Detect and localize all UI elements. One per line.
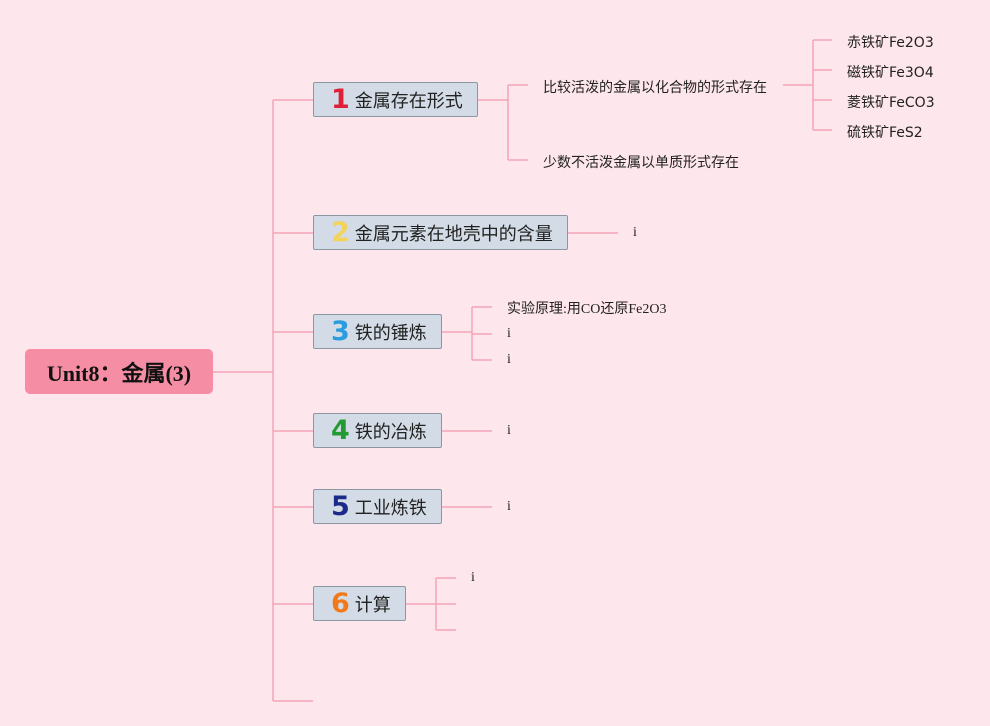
root-label: Unit8：金属(3) [46,360,192,386]
t2-subtopic-1[interactable]: i [633,225,637,240]
t4-subtopic-1[interactable]: i [507,423,511,438]
topic-1-label: 金属存在形式 [354,90,463,112]
number-3-icon: 3 [331,316,350,347]
t5-subtopic-1[interactable]: i [507,499,511,514]
t3-subtopic-2[interactable]: i [507,326,511,341]
number-4-icon: 4 [331,415,350,446]
ore-item[interactable]: 硫铁矿FeS2 [847,125,923,141]
number-6-icon: 6 [331,588,350,619]
t6-subtopic-1[interactable]: i [471,570,475,585]
ore-item[interactable]: 磁铁矿Fe3O4 [847,65,934,81]
t3-subtopic-3[interactable]: i [507,352,511,367]
t1-subtopic-1[interactable]: 比较活泼的金属以化合物的形式存在 [543,80,767,96]
topic-2-node[interactable]: 2 金属元素在地壳中的含量 [313,215,568,250]
topic-3-node[interactable]: 3 铁的锤炼 [313,314,442,349]
ore-item[interactable]: 赤铁矿Fe2O3 [847,35,934,51]
number-1-icon: 1 [331,84,350,115]
t1-subtopic-2[interactable]: 少数不活泼金属以单质形式存在 [543,155,739,171]
topic-2-label: 金属元素在地壳中的含量 [354,223,553,245]
topic-6-node[interactable]: 6 计算 [313,586,406,621]
topic-5-node[interactable]: 5 工业炼铁 [313,489,442,524]
topic-5-label: 工业炼铁 [354,497,427,519]
ore-item[interactable]: 菱铁矿FeCO3 [847,95,935,111]
topic-3-label: 铁的锤炼 [354,322,427,344]
number-5-icon: 5 [331,491,350,522]
topic-4-label: 铁的冶炼 [354,421,427,443]
number-2-icon: 2 [331,217,350,248]
root-node[interactable]: Unit8：金属(3) [25,349,213,394]
topic-4-node[interactable]: 4 铁的冶炼 [313,413,442,448]
topic-1-node[interactable]: 1 金属存在形式 [313,82,478,117]
t3-subtopic-1[interactable]: 实验原理:用CO还原Fe2O3 [507,302,667,317]
topic-6-label: 计算 [354,594,391,616]
